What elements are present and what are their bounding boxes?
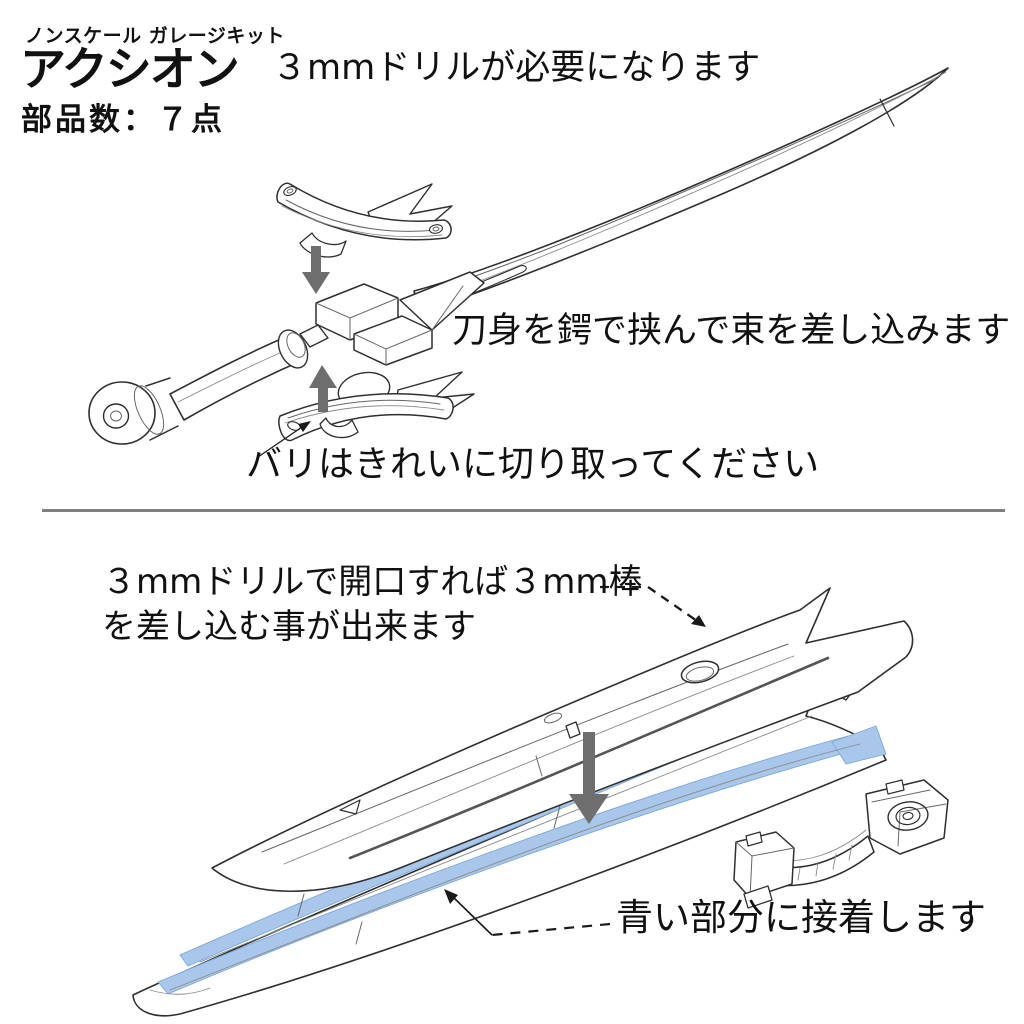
- note-drill-rod-line2: を差し込む事が出来ます: [102, 607, 476, 647]
- section-divider: [42, 509, 1005, 512]
- assembly-arrow-up: [309, 365, 337, 412]
- note-glue-blue-parts: 青い部分に接着します: [616, 896, 986, 939]
- guard-lower-half: [278, 371, 475, 442]
- blade-bottom-shell: [132, 687, 887, 1017]
- glue-leader-arrow: [444, 889, 611, 937]
- guard-upper-half: [276, 182, 453, 258]
- note-cut-burrs: バリはきれいに切り取ってください: [246, 444, 820, 485]
- hilt-connector: [733, 779, 949, 909]
- sword-hilt: [88, 324, 329, 445]
- sword-blade: [413, 67, 949, 313]
- glue-assembly-arrow-down: [569, 732, 609, 824]
- kit-series-label: ノンスケール ガレージキット: [25, 25, 285, 47]
- note-drill-required: ３mmドリルが必要になります: [272, 48, 761, 88]
- parts-count-label: 部品数：７点: [21, 102, 225, 138]
- blade-halves-glue-assembly: [132, 585, 949, 1017]
- kit-title: アクシオン: [20, 42, 240, 96]
- assembly-arrow-down: [302, 246, 330, 294]
- note-drill-rod-line1: ３mmドリルで開口すれば３mm棒: [102, 562, 643, 602]
- note-clamp-blade: 刀身を鍔で挟んで束を差し込みます: [452, 311, 1011, 351]
